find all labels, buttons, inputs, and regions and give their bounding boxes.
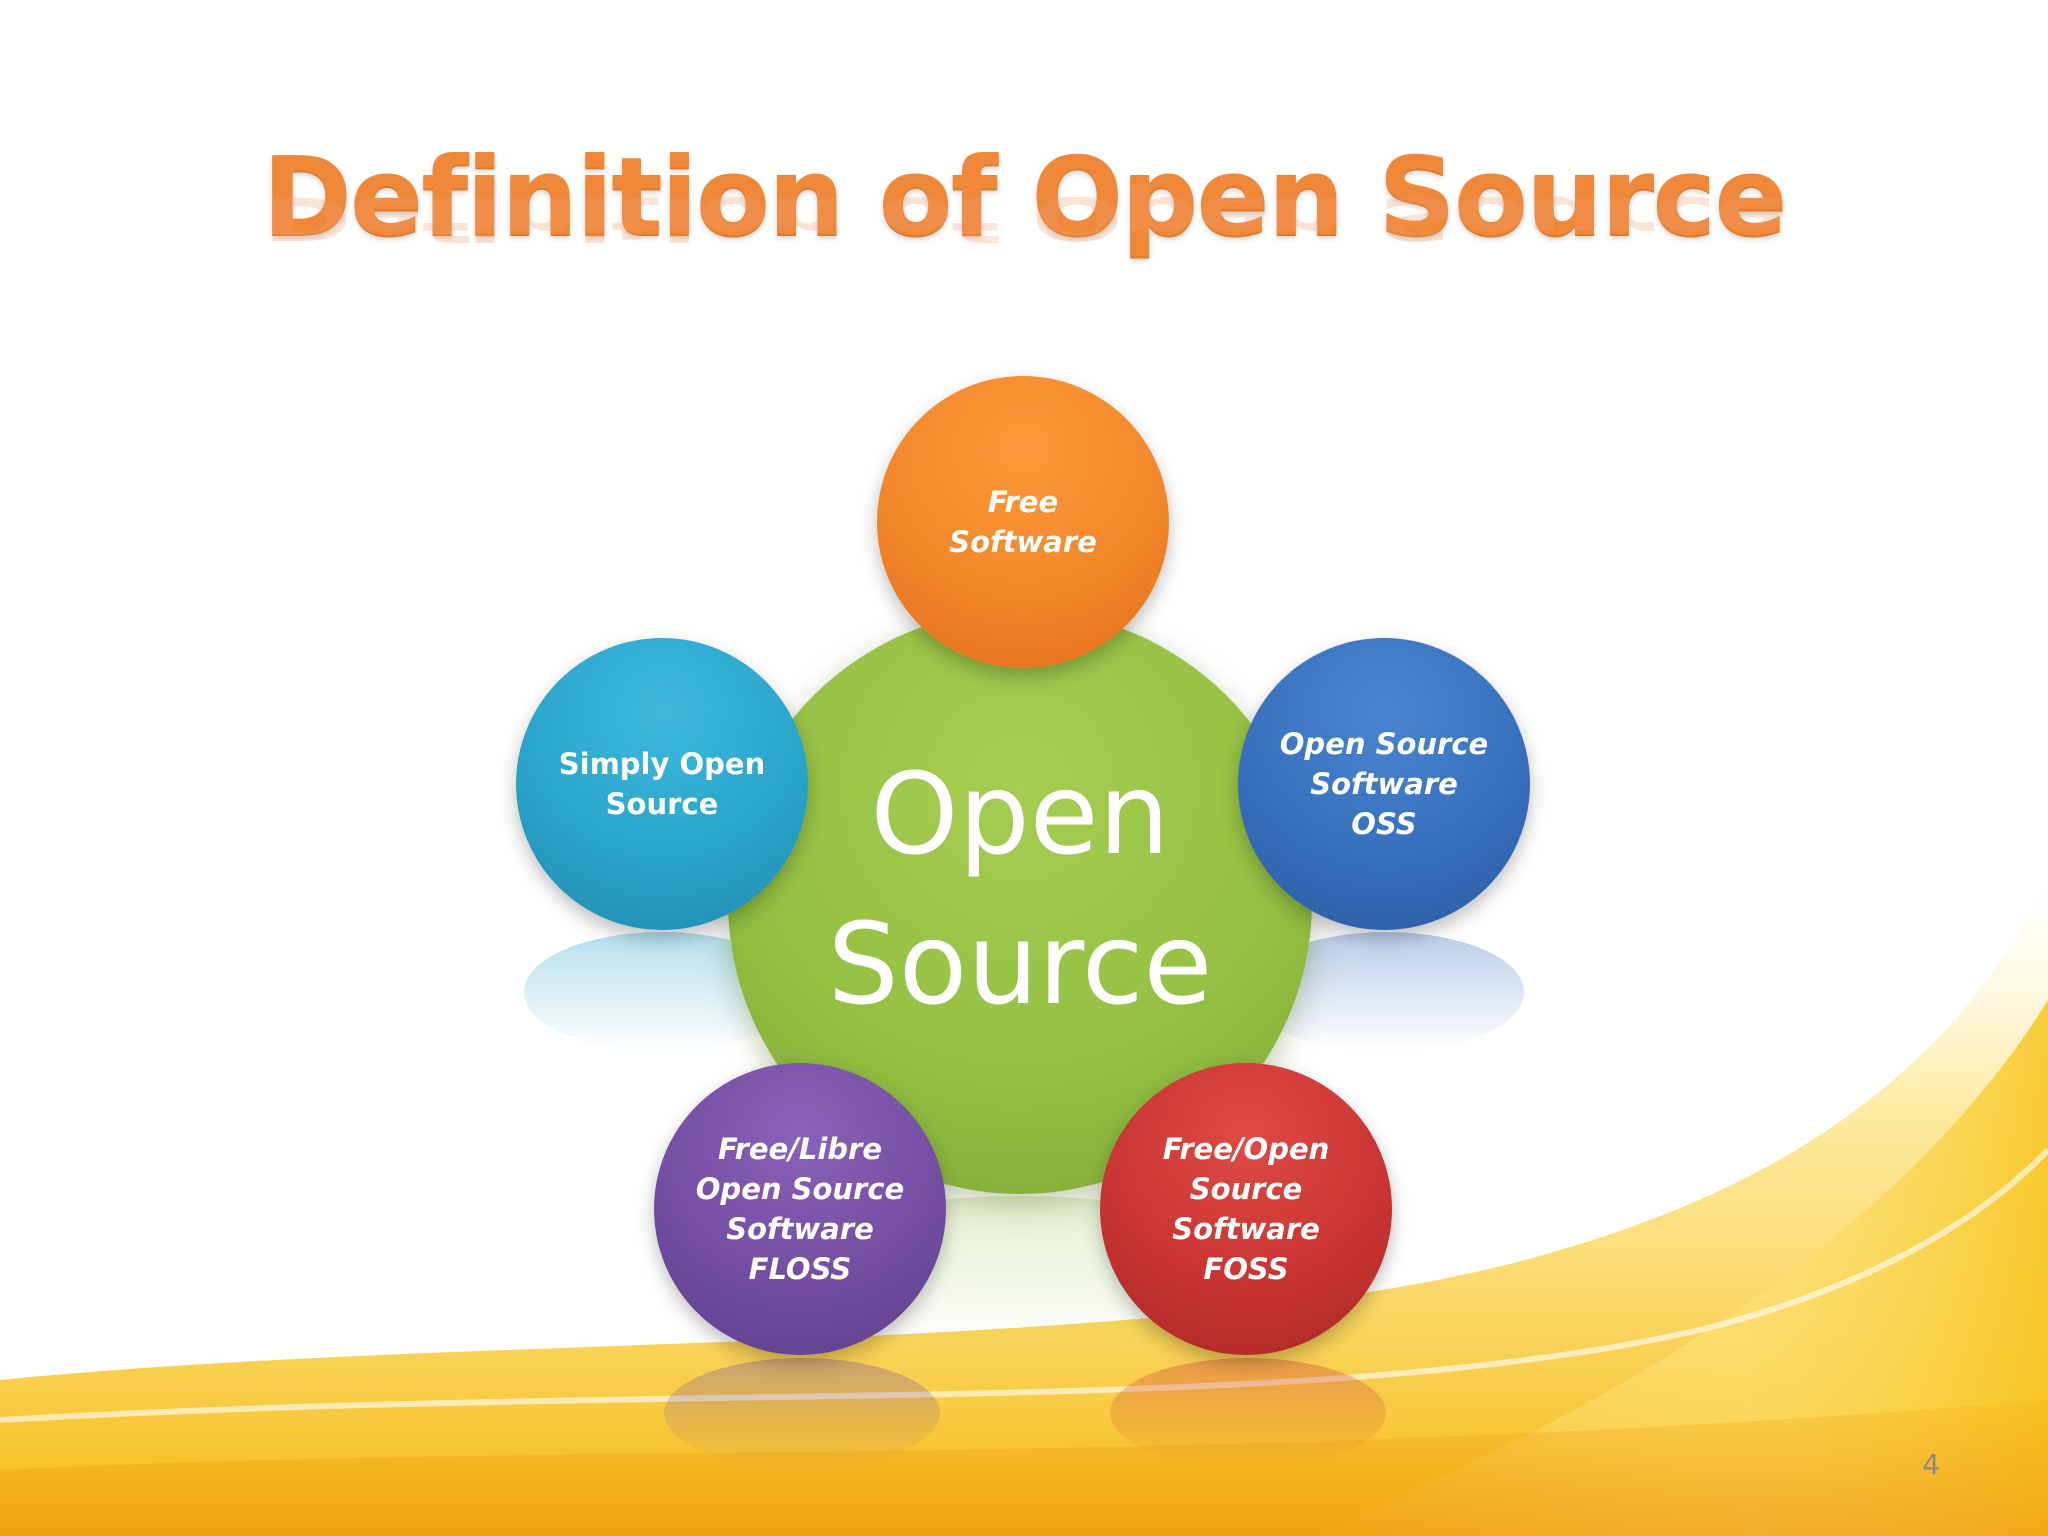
node-oss: Open Source Software OSS — [1238, 638, 1530, 930]
node-label-floss: Free/Libre Open Source Software FLOSS — [695, 1132, 905, 1286]
node-floss: Free/Libre Open Source Software FLOSS — [654, 1063, 946, 1355]
slide-title-reflection: Definition of Open Source — [262, 183, 1786, 252]
node-simply-open-source: Simply Open Source — [516, 638, 808, 930]
page-number: 4 — [1922, 1448, 1940, 1481]
node-reflection-foss — [1110, 1358, 1386, 1468]
slide-title: Definition of Open Source — [262, 135, 1787, 260]
node-free-software: Free Software — [877, 376, 1169, 668]
center-label-line1: Open — [870, 750, 1170, 880]
center-label-line2: Source — [827, 900, 1213, 1030]
node-reflection-floss — [664, 1358, 940, 1468]
node-label-simply-open-source: Simply Open Source — [558, 747, 766, 821]
node-label-foss: Free/Open Source Software FOSS — [1162, 1132, 1330, 1286]
node-foss: Free/Open Source Software FOSS — [1100, 1063, 1392, 1355]
node-label-oss: Open Source Software OSS — [1279, 727, 1489, 841]
center-label: Open Source — [728, 740, 1312, 1040]
node-label-free-software: Free Software — [949, 485, 1097, 559]
